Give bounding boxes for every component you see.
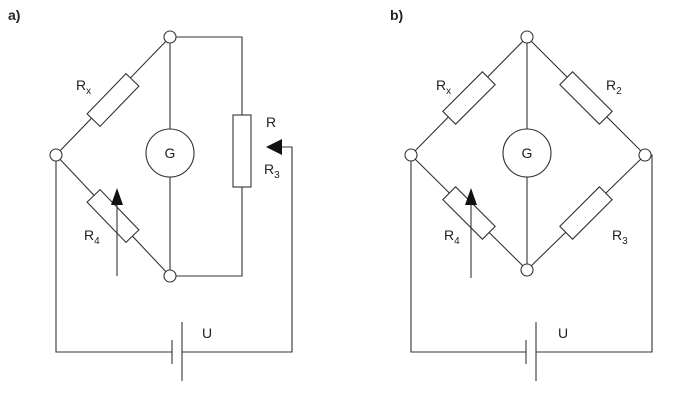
panel-a: a) G Rx R4 R — [8, 7, 293, 381]
adjust-arrow-b-icon — [465, 188, 477, 205]
resistor-b-r3 — [559, 186, 613, 240]
label-a-r4: R4 — [84, 227, 100, 247]
galvanometer-a-label: G — [165, 145, 176, 161]
potentiometer-a — [232, 114, 252, 188]
resistor-a-r4 — [86, 188, 140, 244]
label-b-r3: R3 — [612, 227, 628, 247]
panel-b-label: b) — [390, 7, 403, 23]
label-a-rx: Rx — [76, 77, 91, 97]
resistor-b-r4 — [442, 186, 496, 240]
wire-b-battery-left — [410, 155, 526, 353]
label-b-r2: R2 — [606, 77, 622, 97]
node-a-bottom — [163, 269, 177, 283]
wire-b-battery-right — [536, 154, 653, 353]
panel-a-label: a) — [8, 7, 20, 23]
adjust-arrow-a-icon — [111, 188, 123, 205]
wire-a-battery-left — [55, 155, 172, 353]
label-a-u: U — [202, 325, 212, 341]
resistor-b-rx — [442, 71, 496, 125]
node-a-top — [163, 30, 177, 44]
label-b-r4: R4 — [444, 227, 460, 247]
label-b-u: U — [558, 325, 568, 341]
galvanometer-b-label: G — [522, 145, 533, 161]
wire-a-battery-right — [182, 146, 293, 353]
galvanometer-a — [145, 128, 195, 178]
node-b-top — [520, 30, 534, 44]
panel-b: b) G — [390, 7, 653, 381]
galvanometer-b — [502, 128, 552, 178]
node-b-right — [638, 148, 652, 162]
label-a-r3: R3 — [264, 161, 280, 181]
label-a-r: R — [266, 114, 276, 130]
resistor-b-r2 — [559, 71, 613, 125]
node-a-left — [49, 148, 63, 162]
slider-arrow-a-icon — [266, 139, 282, 155]
node-b-bottom — [520, 263, 534, 277]
resistor-a-rx — [86, 72, 140, 128]
label-b-rx: Rx — [436, 77, 451, 97]
node-b-left — [404, 148, 418, 162]
